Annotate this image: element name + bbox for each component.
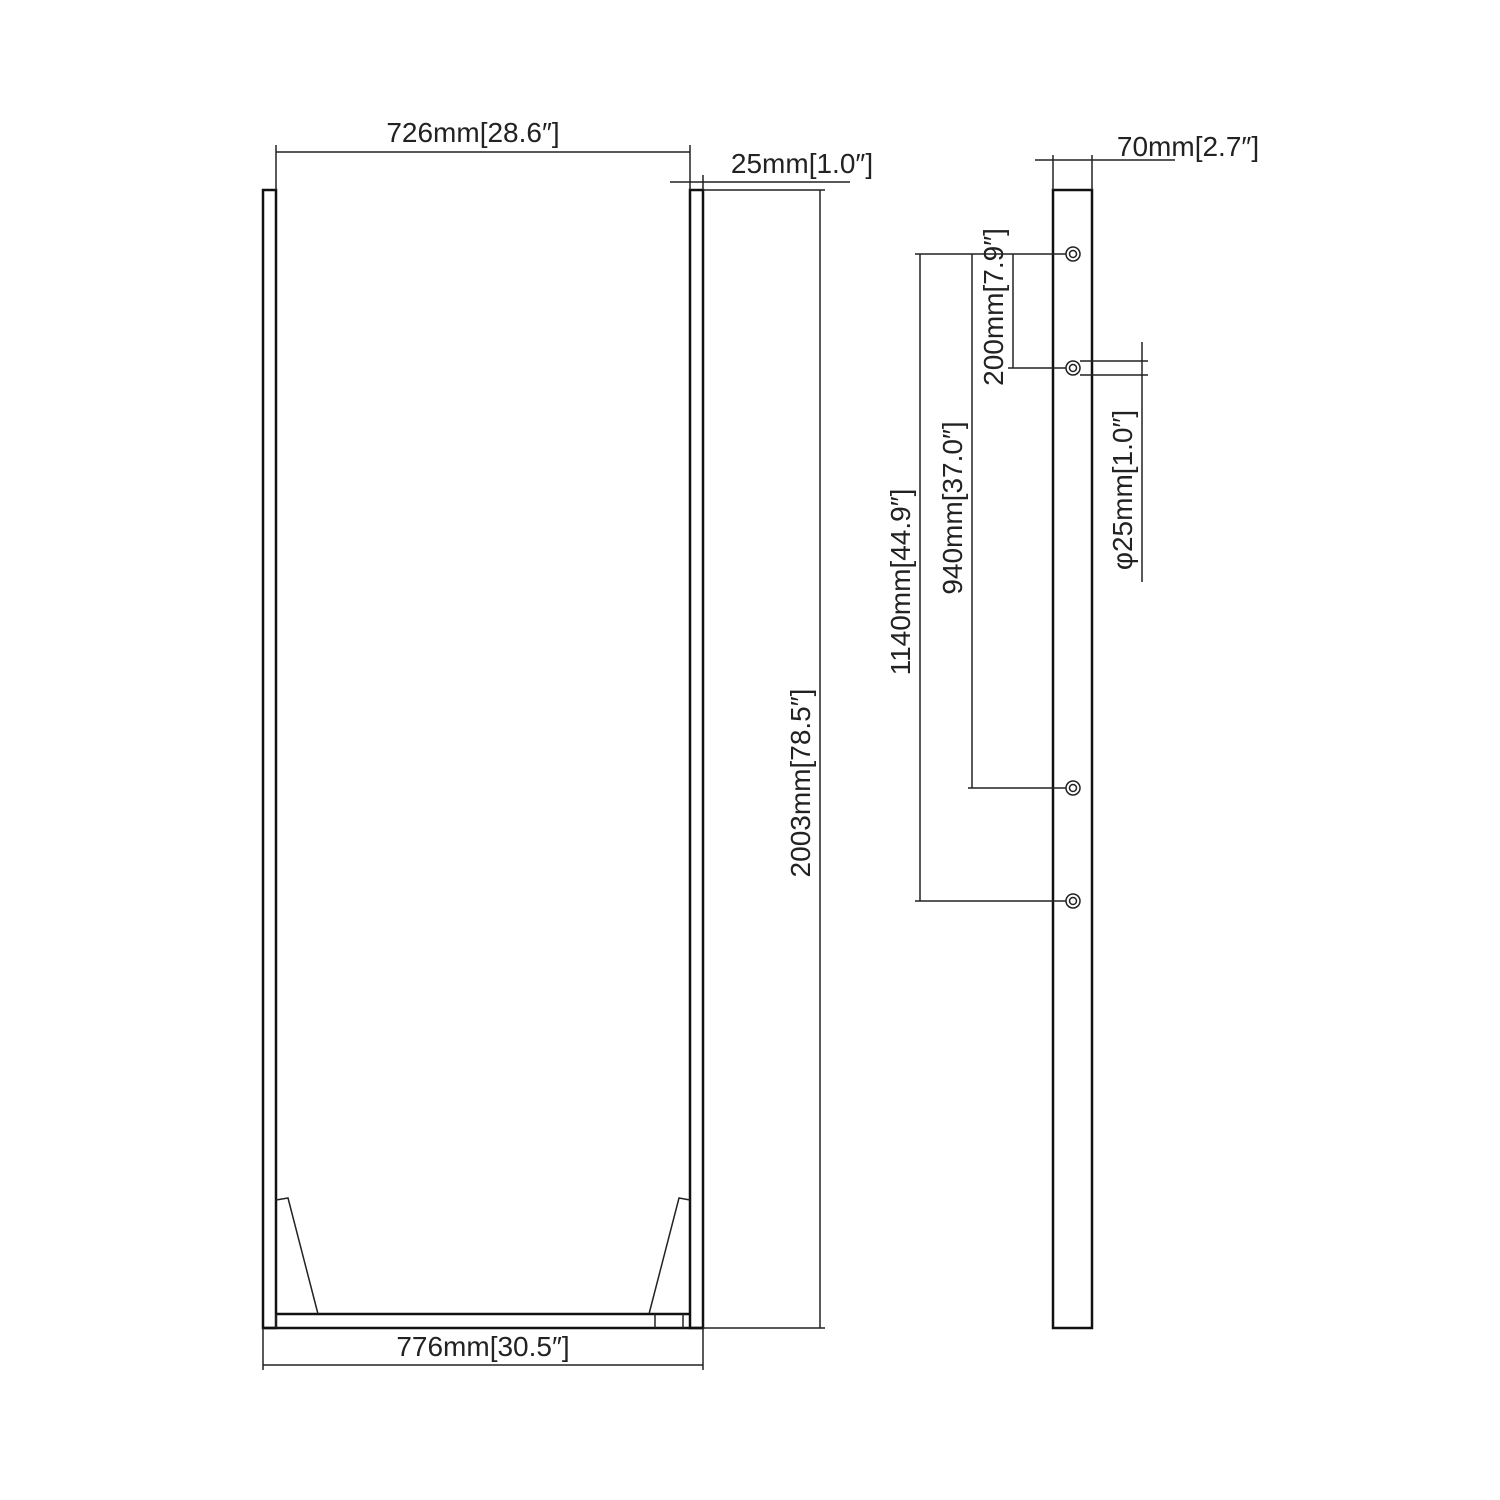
frame-thickness-dimension: 25mm[1.0″] <box>670 148 873 190</box>
outer-width-dimension: 776mm[30.5″] <box>262 1328 704 1370</box>
hole-spacing-label: 200mm[7.9″] <box>978 228 1009 386</box>
outer-width-label: 776mm[30.5″] <box>396 1331 569 1362</box>
side-depth-label: 70mm[2.7″] <box>1117 131 1259 162</box>
overall-height-label: 2003mm[78.5″] <box>785 689 816 878</box>
frame-thickness-label: 25mm[1.0″] <box>731 148 873 179</box>
mounting-hole <box>1065 360 1081 376</box>
right-post <box>688 188 705 1330</box>
inner-width-dimension: 726mm[28.6″] <box>275 117 691 190</box>
mounting-holes <box>1065 246 1081 909</box>
left-post <box>261 188 278 1330</box>
inner-width-label: 726mm[28.6″] <box>386 117 559 148</box>
hole-diameter-label: φ25mm[1.0″] <box>1107 410 1138 570</box>
mounting-hole <box>1065 246 1081 262</box>
front-view-frame <box>261 188 705 1330</box>
hole-to-third-label: 940mm[37.0″] <box>937 421 968 594</box>
hole-to-fourth-label: 1140mm[44.9″] <box>885 489 916 676</box>
right-gusset <box>648 1197 691 1315</box>
hole-to-third-dimension: 940mm[37.0″] <box>937 254 973 788</box>
mounting-hole <box>1065 780 1081 796</box>
hole-diameter-dimension: φ25mm[1.0″] <box>1080 342 1148 582</box>
overall-height-dimension: 2003mm[78.5″] <box>703 189 825 1329</box>
left-gusset <box>275 1197 319 1315</box>
mounting-hole <box>1065 893 1081 909</box>
hole-spacing-dimension: 200mm[7.9″] <box>978 228 1014 386</box>
side-view-post <box>1051 188 1094 1330</box>
side-depth-dimension: 70mm[2.7″] <box>1035 131 1259 190</box>
side-post <box>1051 188 1094 1330</box>
hole-extension-lines <box>915 253 1066 902</box>
hole-to-fourth-dimension: 1140mm[44.9″] <box>885 254 921 901</box>
